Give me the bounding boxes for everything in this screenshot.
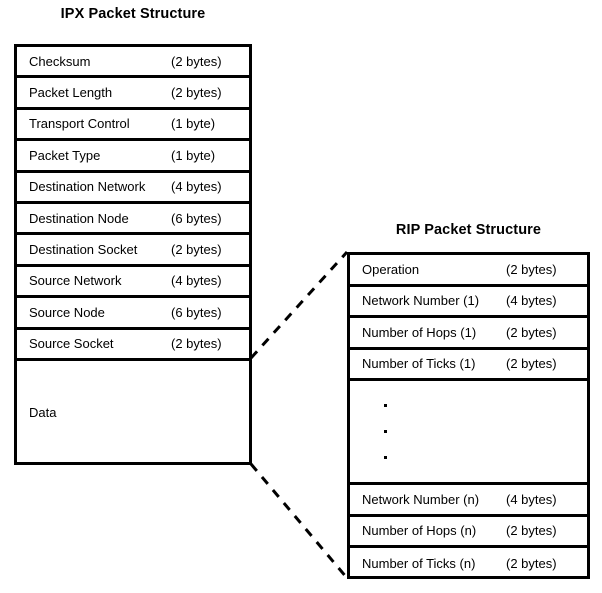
field-size: (2 bytes): [171, 336, 222, 352]
field-label: Number of Ticks (1): [362, 356, 476, 372]
field-label: Destination Socket: [29, 242, 138, 258]
field-size: (6 bytes): [171, 304, 222, 320]
ipx-field-row-destination-socket: Destination Socket (2 bytes): [17, 235, 249, 267]
ellipsis-dot-icon: [384, 404, 387, 407]
rip-field-row-number-of-ticks-1: Number of Ticks (1) (2 bytes): [350, 350, 587, 381]
field-label: Checksum: [29, 53, 91, 69]
field-size: (1 byte): [171, 147, 216, 163]
rip-field-row-operation: Operation (2 bytes): [350, 255, 587, 287]
field-size: (6 bytes): [171, 210, 222, 226]
field-size: (2 bytes): [506, 556, 557, 572]
ipx-field-row-packet-type: Packet Type (1 byte): [17, 141, 249, 173]
field-size: (2 bytes): [171, 242, 222, 258]
rip-packet-title: RIP Packet Structure: [395, 222, 542, 238]
field-size: (2 bytes): [506, 324, 557, 340]
ipx-field-row-checksum: Checksum (2 bytes): [17, 47, 249, 79]
connector-bottom-dashed-line: [249, 463, 349, 579]
ipx-field-row-destination-network: Destination Network (4 bytes): [17, 173, 249, 204]
ipx-field-row-packet-length: Packet Length (2 bytes): [17, 78, 249, 110]
field-label: Packet Length: [29, 85, 113, 101]
rip-field-row-number-of-ticks-n: Number of Ticks (n) (2 bytes): [350, 548, 587, 580]
field-size: (2 bytes): [506, 356, 557, 372]
field-label: Source Socket: [29, 336, 114, 352]
field-label: Network Number (n): [362, 491, 480, 507]
rip-field-row-number-of-hops-1: Number of Hops (1) (2 bytes): [350, 318, 587, 350]
field-size: (2 bytes): [171, 53, 222, 69]
ellipsis-dot-icon: [384, 430, 387, 433]
ipx-field-row-transport-control: Transport Control (1 byte): [17, 110, 249, 142]
field-size: (4 bytes): [171, 273, 222, 289]
field-size: (4 bytes): [506, 293, 557, 309]
field-size: (4 bytes): [506, 491, 557, 507]
ipx-field-row-source-network: Source Network (4 bytes): [17, 267, 249, 299]
rip-field-row-network-number-n: Network Number (n) (4 bytes): [350, 485, 587, 517]
connector-top-dashed-line: [249, 250, 349, 360]
field-label: Destination Node: [29, 210, 129, 226]
field-size: (2 bytes): [506, 261, 557, 277]
field-size: (2 bytes): [171, 85, 222, 101]
field-label: Network Number (1): [362, 293, 480, 309]
rip-field-row-continuation-ellipsis: [350, 381, 587, 485]
ipx-packet-title: IPX Packet Structure: [60, 6, 206, 22]
rip-packet-table: Operation (2 bytes) Network Number (1) (…: [347, 252, 590, 579]
field-label: Source Network: [29, 273, 122, 289]
field-label: Destination Network: [29, 179, 146, 195]
ipx-packet-table: Checksum (2 bytes) Packet Length (2 byte…: [14, 44, 252, 465]
field-label: Number of Hops (1): [362, 324, 477, 340]
field-label: Packet Type: [29, 147, 101, 163]
field-size: (4 bytes): [171, 179, 222, 195]
rip-field-row-number-of-hops-n: Number of Hops (n) (2 bytes): [350, 517, 587, 548]
field-label: Data: [29, 404, 57, 420]
field-label: Source Node: [29, 304, 105, 320]
ipx-field-row-source-node: Source Node (6 bytes): [17, 298, 249, 330]
ipx-field-row-data: Data: [17, 361, 249, 464]
field-label: Number of Hops (n): [362, 523, 477, 539]
field-size: (1 byte): [171, 116, 216, 132]
field-label: Transport Control: [29, 116, 130, 132]
field-label: Number of Ticks (n): [362, 556, 476, 572]
ipx-field-row-destination-node: Destination Node (6 bytes): [17, 204, 249, 236]
ellipsis-dot-icon: [384, 456, 387, 459]
rip-field-row-network-number-1: Network Number (1) (4 bytes): [350, 287, 587, 318]
field-label: Operation: [362, 261, 420, 277]
ipx-field-row-source-socket: Source Socket (2 bytes): [17, 330, 249, 361]
field-size: (2 bytes): [506, 523, 557, 539]
